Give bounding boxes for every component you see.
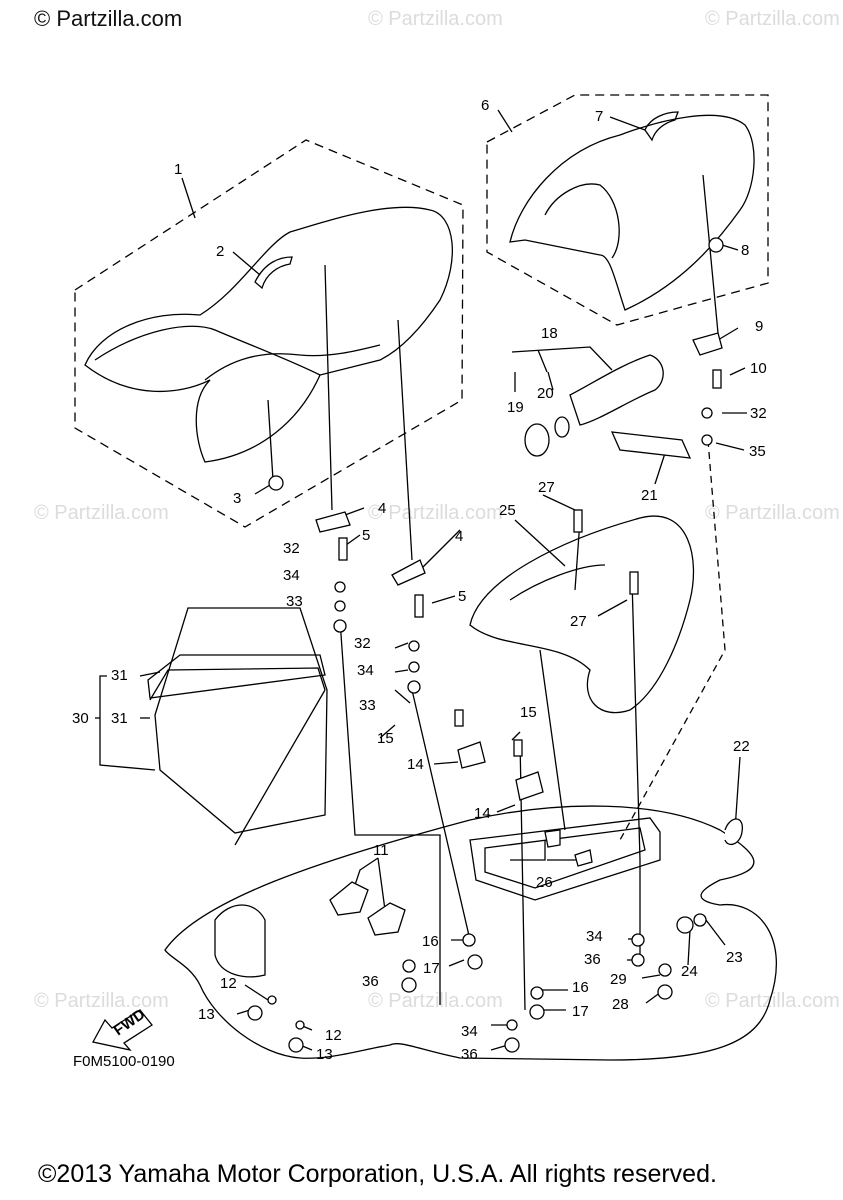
leader-line	[397, 319, 413, 561]
callout-number: 14	[474, 805, 491, 822]
callout-number: 12	[325, 1027, 342, 1044]
front-seat-shape	[84, 206, 453, 463]
callout-number: 11	[373, 842, 389, 859]
callout-number: 17	[572, 1003, 589, 1020]
callout-number: 13	[316, 1046, 333, 1063]
leader-line	[267, 399, 274, 481]
partzilla-watermark-faint: © Partzilla.com	[705, 8, 840, 30]
callout-number: 23	[726, 949, 743, 966]
rear-seat-shape	[509, 114, 755, 311]
callout-number: 19	[507, 399, 524, 416]
copyright-notice: ©2013 Yamaha Motor Corporation, U.S.A. A…	[38, 1160, 717, 1188]
leader-line	[324, 264, 333, 511]
callout-number: 3	[233, 490, 241, 507]
partzilla-watermark-faint: © Partzilla.com	[368, 8, 503, 30]
callout-number: 26	[536, 874, 553, 891]
callout-number: 34	[357, 662, 374, 679]
callout-number: 33	[286, 593, 303, 610]
callout-number: 5	[362, 527, 370, 544]
callout-number: 31	[111, 710, 128, 727]
callout-number: 34	[283, 567, 300, 584]
callout-number: 27	[538, 479, 555, 496]
callout-number: 28	[612, 996, 629, 1013]
callout-number: 17	[423, 960, 440, 977]
callout-number: 2	[216, 243, 224, 260]
callout-number: 34	[461, 1023, 478, 1040]
callout-number: 32	[750, 405, 767, 422]
leader-line	[631, 579, 641, 960]
intake-duct-shape	[569, 354, 664, 426]
handle-grip-shape	[469, 515, 695, 714]
callout-number: 35	[749, 443, 766, 460]
partzilla-watermark-faint: © Partzilla.com	[34, 990, 169, 1012]
callout-number: 6	[481, 97, 489, 114]
callout-number: 15	[520, 704, 537, 721]
leader-line	[539, 649, 566, 831]
callout-number: 27	[570, 613, 587, 630]
callout-number: 7	[595, 108, 603, 125]
callout-number: 31	[111, 667, 128, 684]
callout-number: 16	[572, 979, 589, 996]
callout-number: 12	[220, 975, 237, 992]
callout-number: 5	[458, 588, 466, 605]
callout-number: 33	[359, 697, 376, 714]
callout-number: 34	[586, 928, 603, 945]
callout-number: 36	[461, 1046, 478, 1063]
storage-box-shape	[154, 607, 328, 834]
callout-number: 21	[641, 487, 658, 504]
callout-number: 32	[354, 635, 371, 652]
drawing-code: F0M5100-0190	[73, 1053, 175, 1070]
callout-number: 10	[750, 360, 767, 377]
partzilla-watermark-faint: © Partzilla.com	[705, 502, 840, 524]
callout-number: 4	[378, 500, 386, 517]
callout-number: 1	[174, 161, 182, 178]
leader-line	[411, 689, 471, 945]
callout-number: 32	[283, 540, 300, 557]
callout-number: 15	[377, 730, 394, 747]
partzilla-watermark-faint: © Partzilla.com	[705, 990, 840, 1012]
callout-number: 30	[72, 710, 89, 727]
seat-strap-shape	[254, 256, 293, 290]
callout-number: 4	[455, 528, 463, 545]
fwd-arrow-icon: FWD	[92, 1006, 153, 1052]
callout-number: 24	[681, 963, 698, 980]
callout-number: 8	[741, 242, 749, 259]
partzilla-watermark-faint: © Partzilla.com	[368, 502, 503, 524]
callout-number: 36	[584, 951, 601, 968]
partzilla-watermark-faint: © Partzilla.com	[34, 502, 169, 524]
rear-seat-dashed-frame	[486, 94, 769, 326]
callout-numbers: 1 2 3 4 5 32 34 33 4 5 32 34 33 31 30 31…	[72, 97, 767, 1063]
leader-line	[339, 619, 441, 1005]
callout-number: 22	[733, 738, 750, 755]
hull-deck-outline	[164, 805, 777, 1061]
leader-line	[619, 439, 726, 841]
callout-number: 20	[537, 385, 554, 402]
callout-number: 13	[198, 1006, 215, 1023]
partzilla-watermark: © Partzilla.com	[34, 6, 183, 31]
callout-number: 18	[541, 325, 558, 342]
callout-number: 9	[755, 318, 763, 335]
callout-number: 36	[362, 973, 379, 990]
leader-line	[234, 689, 326, 846]
seat-group-dashed-frame	[74, 139, 464, 528]
partzilla-watermark-faint: © Partzilla.com	[368, 990, 503, 1012]
callout-number: 29	[610, 971, 627, 988]
callout-number: 25	[499, 502, 516, 519]
callout-number: 14	[407, 756, 424, 773]
callout-number: 16	[422, 933, 439, 950]
engine-mount-shape	[329, 881, 369, 916]
leader-line	[702, 174, 719, 334]
